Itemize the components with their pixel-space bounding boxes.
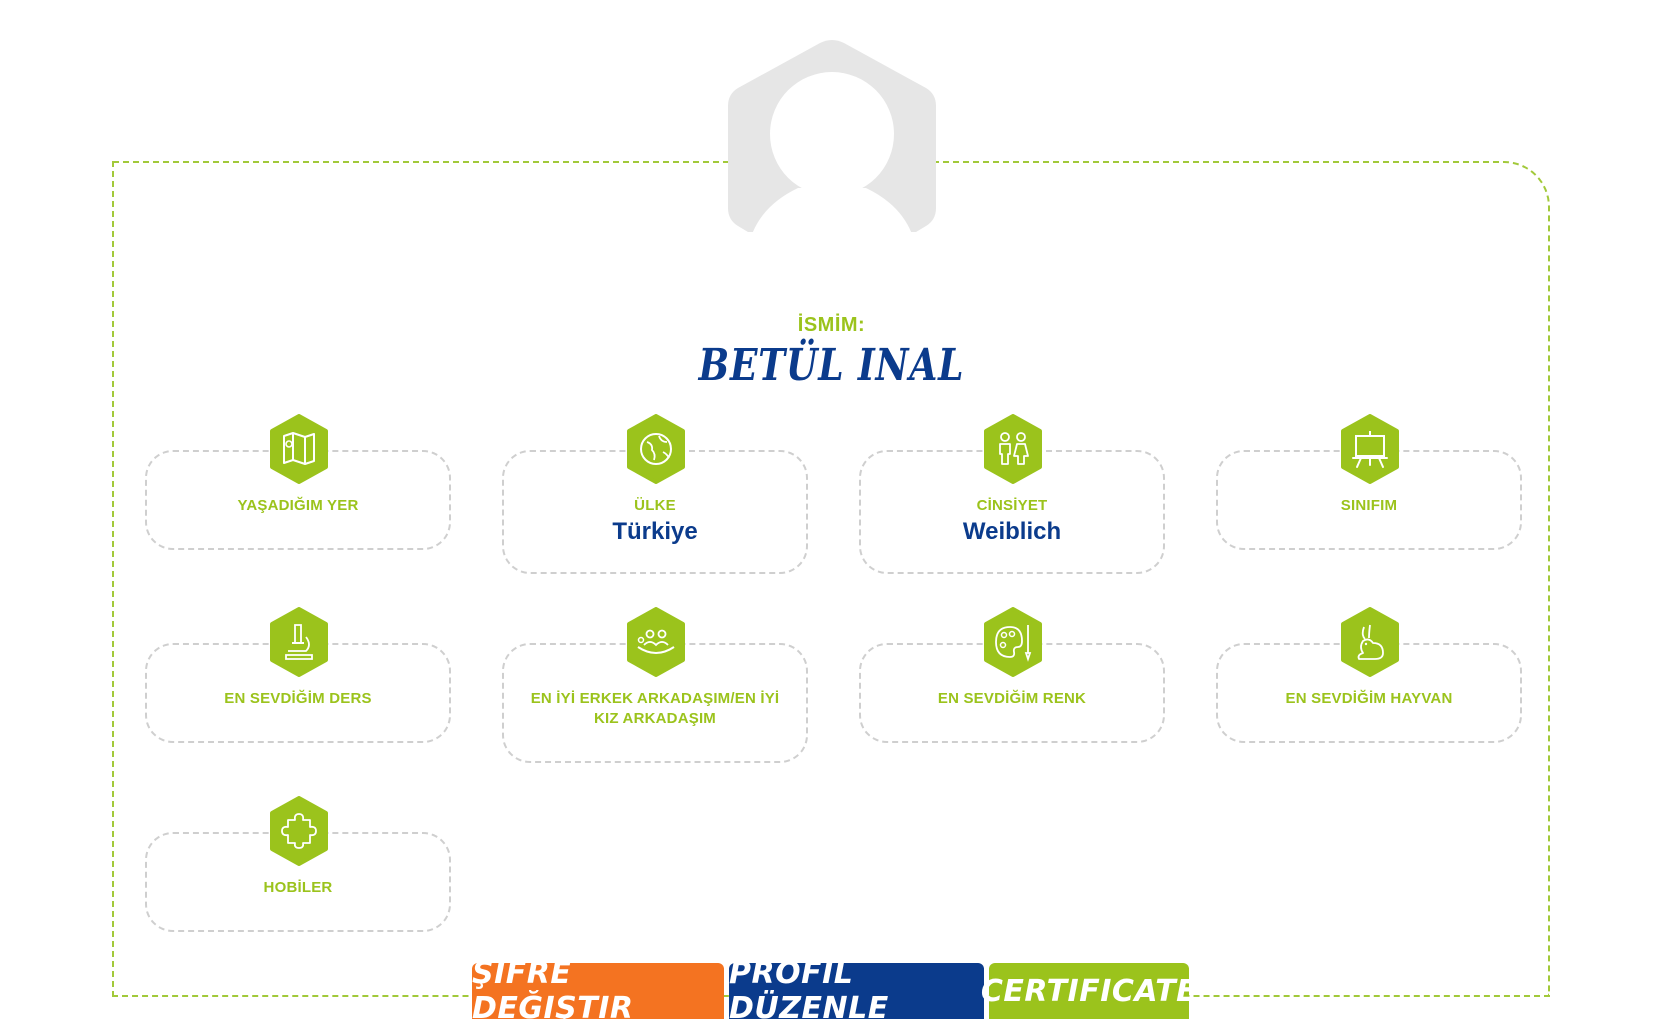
easel-icon <box>1341 414 1399 484</box>
edit-profile-button[interactable]: PROFIL DÜZENLE <box>729 956 984 1019</box>
friends-icon <box>627 607 685 677</box>
card-label-animal: EN SEVDİĞİM HAYVAN <box>1285 690 1453 707</box>
card-label-class: SINIFIM <box>1340 497 1398 514</box>
card-label-country: ÜLKE <box>634 497 676 514</box>
card-label-best-friend: EN İYİ ERKEK ARKADAŞIM/EN İYİ KIZ ARKADA… <box>530 690 780 727</box>
microscope-icon <box>270 607 328 677</box>
palette-icon <box>984 607 1042 677</box>
card-label-subject: EN SEVDİĞİM DERS <box>224 690 372 707</box>
gender-icon <box>984 414 1042 484</box>
name-label: İSMİM: <box>797 314 866 336</box>
certificate-button[interactable]: CERTIFICATE <box>981 963 1197 1019</box>
card-value-gender: Weiblich <box>962 518 1062 545</box>
map-icon <box>270 414 328 484</box>
profile-name: BETÜL INAL <box>698 340 965 391</box>
change-password-button[interactable]: ŞIFRE DEĞIŞTIR <box>472 956 724 1019</box>
avatar <box>728 40 936 232</box>
globe-icon <box>627 414 685 484</box>
card-value-country: Türkiye <box>612 518 698 545</box>
card-label-residence: YAŞADIĞIM YER <box>237 497 359 514</box>
card-label-color: EN SEVDİĞİM RENK <box>937 690 1087 707</box>
rabbit-icon <box>1341 607 1399 677</box>
card-label-hobbies: HOBİLER <box>263 879 333 896</box>
puzzle-icon <box>270 796 328 866</box>
card-label-gender: CİNSİYET <box>976 497 1048 514</box>
